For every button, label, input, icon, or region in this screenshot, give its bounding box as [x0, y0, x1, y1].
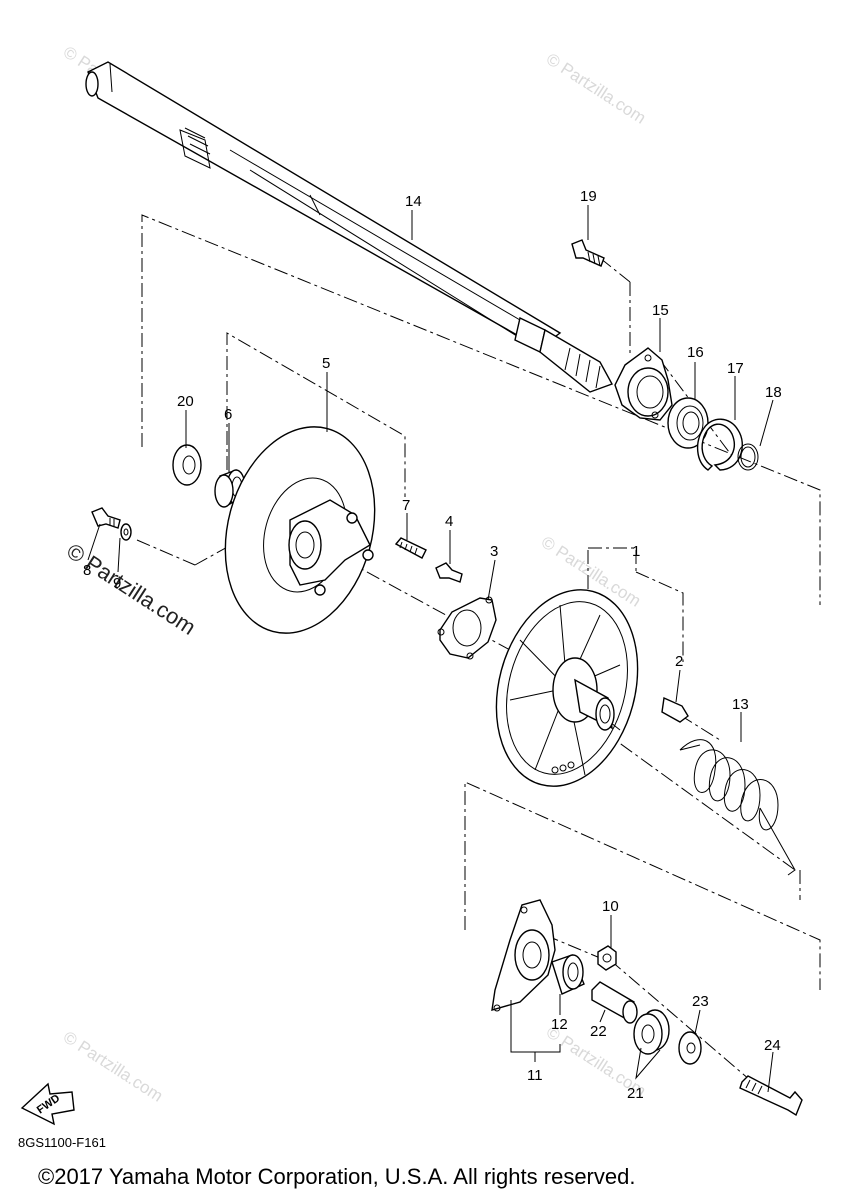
- diagram-code: 8GS1100-F161: [18, 1135, 106, 1150]
- washer-part-9: [120, 523, 132, 541]
- callout-17: 17: [727, 360, 744, 377]
- damper-part-21: [633, 1009, 670, 1055]
- callout-3: 3: [490, 543, 498, 560]
- callout-20: 20: [177, 393, 194, 410]
- spring-part-13: [679, 739, 796, 876]
- bushing-part-12: [551, 954, 585, 995]
- watermark-text: © Partzilla.com: [543, 49, 649, 127]
- watermark-text: © Partzilla.com: [60, 1027, 166, 1105]
- sheave-part-5: [224, 426, 376, 634]
- bolt-part-4: [435, 562, 463, 583]
- bolt-part-8: [91, 507, 121, 529]
- bolt-part-24: [739, 1075, 803, 1117]
- sheave-part-1: [495, 589, 639, 787]
- cam-part-11: [491, 899, 556, 1012]
- callout-7: 7: [402, 497, 410, 514]
- callout-24: 24: [764, 1037, 781, 1054]
- callout-2: 2: [675, 653, 683, 670]
- callout-12: 12: [551, 1016, 568, 1033]
- callout-13: 13: [732, 696, 749, 713]
- washer-part-23: [678, 1031, 702, 1065]
- callout-16: 16: [687, 344, 704, 361]
- callout-23: 23: [692, 993, 709, 1010]
- fwd-arrow-icon: FWD: [20, 1082, 75, 1126]
- callout-5: 5: [322, 355, 330, 372]
- callout-19: 19: [580, 188, 597, 205]
- copyright-notice: ©2017 Yamaha Motor Corporation, U.S.A. A…: [38, 1164, 635, 1189]
- callout-4: 4: [445, 513, 453, 530]
- callout-1: 1: [632, 543, 640, 560]
- callouts: 14 19 15 16 17 18 20 6 5 7 4 3 1 2 13 8 …: [83, 188, 782, 1102]
- circlip-part-17: [697, 418, 743, 471]
- flange-part-15: [614, 347, 673, 421]
- watermark-text-prominent: © Partzilla.com: [62, 538, 200, 640]
- bearing-part-16: [667, 397, 709, 449]
- callout-14: 14: [405, 193, 422, 210]
- leader-lines: [87, 205, 774, 1093]
- washer-part-20: [172, 444, 202, 486]
- collar-part-22: [591, 981, 638, 1024]
- callout-10: 10: [602, 898, 619, 915]
- gasket-part-3: [437, 596, 497, 660]
- callout-6: 6: [224, 406, 232, 423]
- slider-part-2: [661, 696, 689, 723]
- bolt-part-19: [571, 239, 605, 267]
- callout-21: 21: [627, 1085, 644, 1102]
- nut-part-10: [597, 945, 617, 971]
- callout-15: 15: [652, 302, 669, 319]
- snap-ring-part-18: [737, 443, 759, 471]
- callout-22: 22: [590, 1023, 607, 1040]
- callout-8: 8: [83, 562, 91, 579]
- stud-part-7: [394, 537, 427, 559]
- callout-18: 18: [765, 384, 782, 401]
- callout-11: 11: [527, 1067, 543, 1084]
- callout-9: 9: [113, 575, 121, 592]
- shaft-part-14: [85, 61, 614, 393]
